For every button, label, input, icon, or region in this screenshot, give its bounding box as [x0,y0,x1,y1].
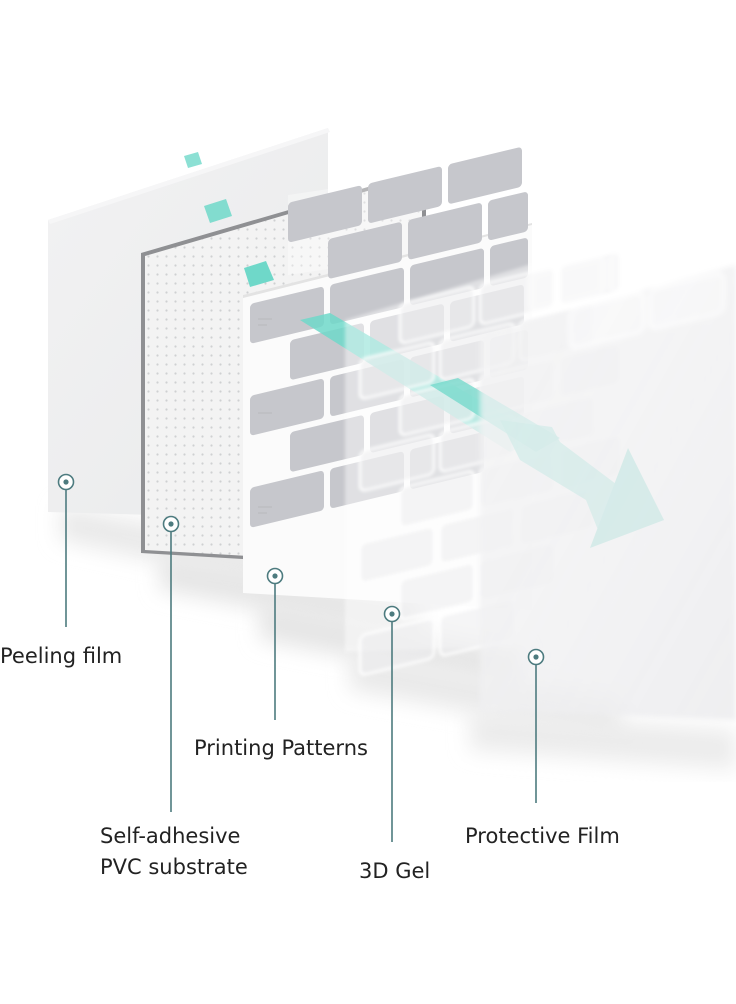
label-line: Self-adhesive [100,824,241,848]
label-line: PVC substrate [100,855,248,879]
marker-protective-film [527,648,545,666]
marker-3d-gel [383,605,401,623]
label-printing-patterns: Printing Patterns [194,733,368,764]
label-protective-film: Protective Film [465,821,620,852]
protective-film-layer [480,235,736,720]
leader-lines [65,490,537,842]
label-line: Printing Patterns [194,736,368,760]
label-line: 3D Gel [359,859,431,883]
label-line: Protective Film [465,824,620,848]
marker-peeling-film [57,473,75,491]
label-peeling-film: Peeling film [0,641,122,672]
marker-printing-patterns [266,567,284,585]
label-line: Peeling film [0,644,123,668]
label-pvc-substrate: Self-adhesive PVC substrate [100,821,248,883]
marker-pvc-substrate [162,515,180,533]
label-3d-gel: 3D Gel [359,856,430,887]
